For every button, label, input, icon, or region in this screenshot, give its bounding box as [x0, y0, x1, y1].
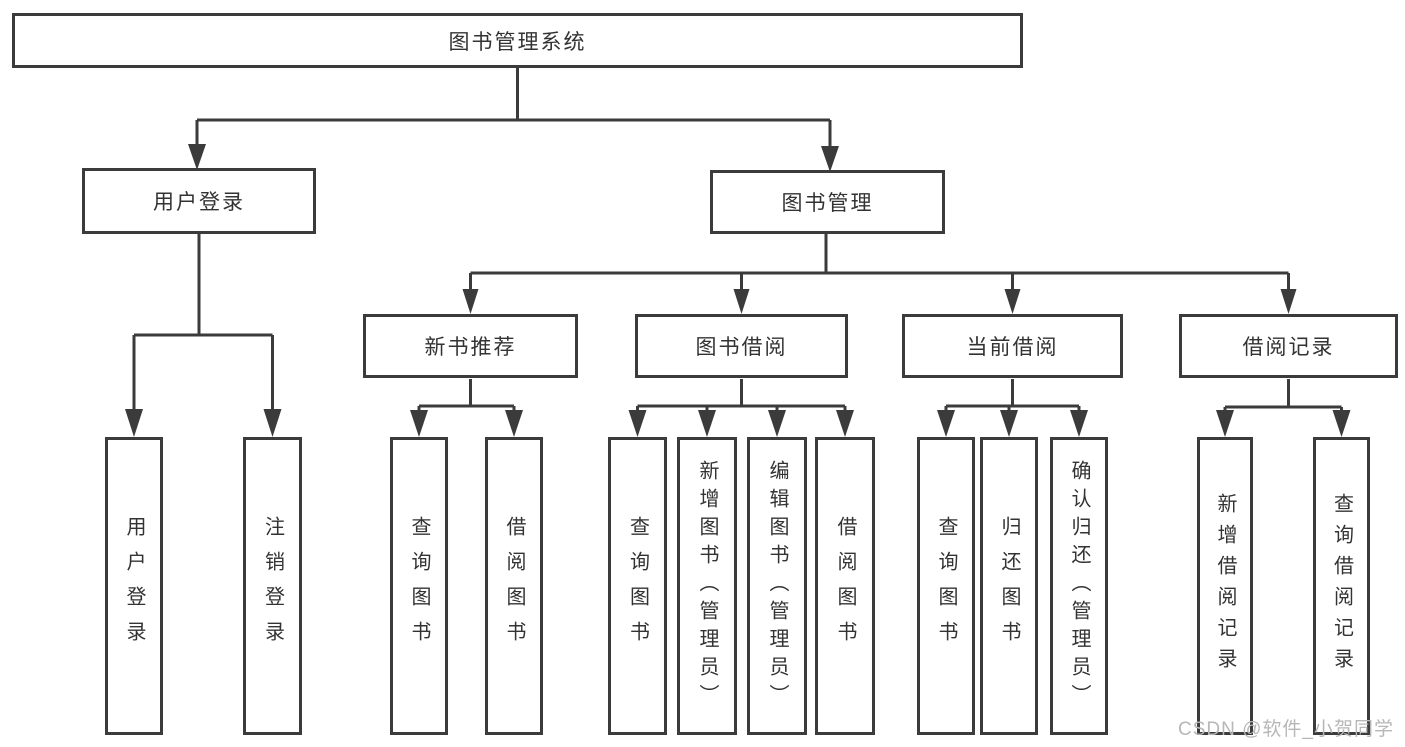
node-current-borrowing-label: 当前借阅	[966, 336, 1059, 359]
leaf-return-books-label: 归还图书	[998, 516, 1020, 656]
node-book-borrowing-label: 图书借阅	[695, 336, 788, 359]
node-new-book-recommend-label: 新书推荐	[424, 336, 517, 359]
node-user-login: 用户登录	[82, 168, 316, 234]
node-book-management: 图书管理	[710, 170, 945, 234]
leaf-add-book-admin: 新增图书（管理员）	[677, 437, 737, 735]
connector-current-borrowing-to-leaves	[937, 379, 1088, 437]
node-book-management-label: 图书管理	[781, 192, 874, 215]
leaf-edit-book-admin-label: 编辑图书（管理员）	[766, 460, 788, 712]
leaf-confirm-return-admin-label: 确认归还（管理员）	[1068, 460, 1090, 712]
connector-borrow-records-to-leaves	[1216, 379, 1351, 437]
leaf-query-books: 查询图书	[608, 437, 667, 735]
csdn-watermark: CSDN @软件_小贺同学	[1178, 719, 1394, 740]
leaf-user-login: 用户登录	[105, 437, 163, 735]
leaf-add-borrow-record-label: 新增借阅记录	[1214, 493, 1236, 679]
node-root-library-management-system: 图书管理系统	[12, 13, 1023, 68]
leaf-borrow-books-label: 借阅图书	[834, 516, 856, 656]
leaf-borrow-books: 借阅图书	[485, 437, 543, 735]
leaf-query-borrow-record-label: 查询借阅记录	[1330, 493, 1353, 679]
leaf-borrow-books-label: 借阅图书	[503, 516, 525, 656]
leaf-logout-label: 注销登录	[261, 516, 284, 656]
leaf-confirm-return-admin: 确认归还（管理员）	[1050, 437, 1108, 735]
node-borrow-records: 借阅记录	[1179, 314, 1398, 378]
leaf-borrow-books: 借阅图书	[815, 437, 875, 735]
leaf-query-books: 查询图书	[917, 437, 975, 735]
leaf-query-books-label: 查询图书	[626, 516, 649, 656]
leaf-return-books: 归还图书	[980, 437, 1038, 735]
leaf-edit-book-admin: 编辑图书（管理员）	[747, 437, 807, 735]
leaf-add-borrow-record: 新增借阅记录	[1197, 437, 1253, 735]
leaf-user-login-label: 用户登录	[123, 516, 145, 656]
leaf-query-books-label: 查询图书	[408, 516, 430, 656]
connector-book-borrowing-to-leaves	[628, 379, 854, 437]
node-root-label: 图书管理系统	[448, 30, 587, 54]
leaf-query-borrow-record: 查询借阅记录	[1313, 437, 1370, 735]
node-user-login-label: 用户登录	[153, 191, 245, 214]
leaf-query-books: 查询图书	[390, 437, 448, 735]
leaf-logout: 注销登录	[243, 437, 302, 735]
leaf-add-book-admin-label: 新增图书（管理员）	[696, 460, 718, 712]
connector-book-management-to-level3	[462, 234, 1297, 314]
node-new-book-recommend: 新书推荐	[363, 314, 578, 378]
connector-user-login-to-leaves	[125, 234, 282, 437]
connector-root-to-level2	[188, 68, 839, 172]
connector-new-book-recommend-to-leaves	[410, 379, 523, 437]
node-current-borrowing: 当前借阅	[902, 314, 1123, 378]
node-borrow-records-label: 借阅记录	[1242, 336, 1335, 359]
leaf-query-books-label: 查询图书	[935, 516, 957, 656]
node-book-borrowing: 图书借阅	[635, 314, 848, 378]
